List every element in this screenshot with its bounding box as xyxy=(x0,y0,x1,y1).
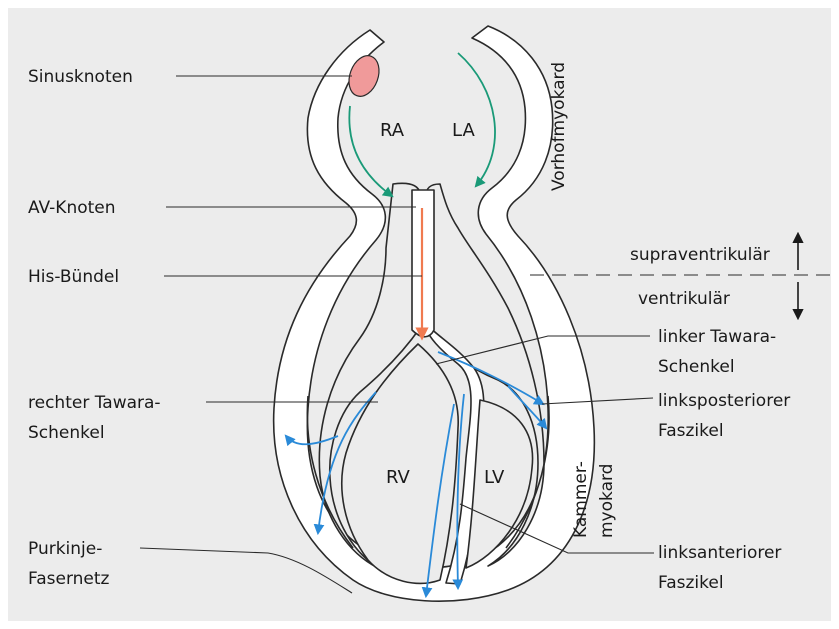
label-kammer-2: myokard xyxy=(597,464,617,538)
label-vorhofmyokard: Vorhofmyokard xyxy=(549,62,569,191)
label-linksanterior-1: linksanteriorer xyxy=(658,543,781,563)
label-av-knoten: AV-Knoten xyxy=(28,198,116,218)
conduction-system-diagram: RA LA RV LV Sinusknoten AV-Knoten His-Bü… xyxy=(8,8,831,621)
label-linker-tawara-1: linker Tawara- xyxy=(658,327,776,347)
label-purkinje-1: Purkinje- xyxy=(28,539,102,559)
label-rechter-tawara-1: rechter Tawara- xyxy=(28,393,161,413)
label-rechter-tawara-2: Schenkel xyxy=(28,423,105,443)
chamber-ra: RA xyxy=(380,120,405,141)
label-ventrikulaer: ventrikulär xyxy=(638,289,730,309)
label-linksposterior-1: linksposteriorer xyxy=(658,391,790,411)
chamber-rv: RV xyxy=(386,467,411,488)
chamber-la: LA xyxy=(452,120,475,141)
label-purkinje-2: Fasernetz xyxy=(28,569,110,589)
label-sinusknoten: Sinusknoten xyxy=(28,67,133,87)
label-linker-tawara-2: Schenkel xyxy=(658,357,735,377)
label-supraventrikulaer: supraventrikulär xyxy=(630,245,770,265)
label-kammer-1: Kammer- xyxy=(571,461,591,538)
label-linksposterior-2: Faszikel xyxy=(658,421,724,441)
label-linksanterior-2: Faszikel xyxy=(658,573,724,593)
chamber-lv: LV xyxy=(484,467,505,488)
label-his-buendel: His-Bündel xyxy=(28,267,119,287)
